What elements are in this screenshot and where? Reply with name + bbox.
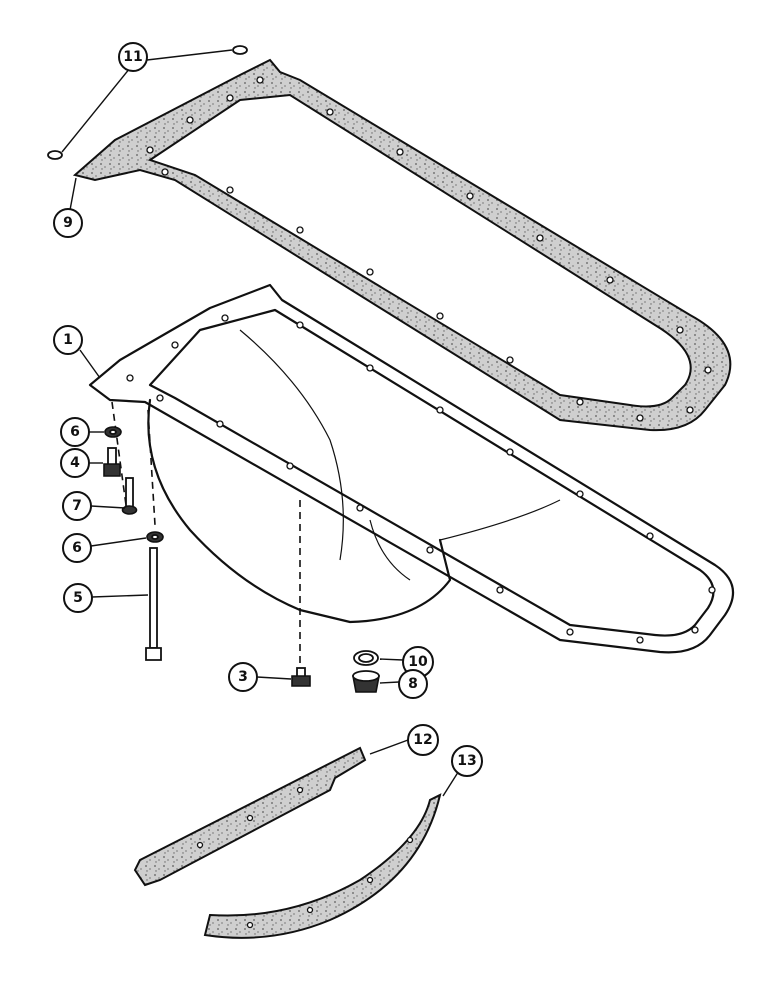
callout-13: 13 <box>451 745 483 777</box>
callout-11: 11 <box>118 42 148 72</box>
callout-1: 1 <box>53 325 83 355</box>
front-seal <box>133 746 367 887</box>
callout-5-label: 5 <box>73 590 83 606</box>
drain-bolt <box>291 667 311 687</box>
callout-1-label: 1 <box>63 332 73 348</box>
rear-seal <box>203 793 442 939</box>
callout-11-label: 11 <box>123 49 142 65</box>
callout-12-label: 12 <box>413 732 432 748</box>
oil-pan <box>88 283 735 654</box>
callout-5: 5 <box>63 583 93 613</box>
stud-bolt <box>121 477 138 515</box>
callout-6-lower: 6 <box>62 533 92 563</box>
callout-6-upper-label: 6 <box>70 424 80 440</box>
callout-9-label: 9 <box>63 215 73 231</box>
callout-7-label: 7 <box>72 498 82 514</box>
callout-10-label: 10 <box>408 654 428 670</box>
callout-3-label: 3 <box>238 669 248 685</box>
callout-7: 7 <box>62 491 92 521</box>
assembly-lines <box>111 401 301 665</box>
callout-12: 12 <box>407 724 439 756</box>
dowel-top <box>232 45 248 55</box>
callout-4: 4 <box>60 448 90 478</box>
bolt-short <box>103 447 121 477</box>
pan-bolt-holes <box>126 314 716 644</box>
callout-6-lower-label: 6 <box>72 540 82 556</box>
long-bolt <box>145 547 162 661</box>
callout-4-label: 4 <box>70 455 80 471</box>
washer-upper <box>104 426 122 438</box>
drain-plug <box>352 670 380 693</box>
callout-3: 3 <box>228 662 258 692</box>
washer-lower <box>146 531 164 543</box>
callout-8: 8 <box>398 669 428 699</box>
dowel-left <box>47 150 63 160</box>
oil-pan-gasket <box>72 58 732 432</box>
callout-6-upper: 6 <box>60 417 90 447</box>
callout-8-label: 8 <box>408 676 418 692</box>
gasket-bolt-holes <box>146 76 712 422</box>
callout-9: 9 <box>53 208 83 238</box>
callout-13-label: 13 <box>457 753 476 769</box>
drain-washer <box>353 650 379 666</box>
